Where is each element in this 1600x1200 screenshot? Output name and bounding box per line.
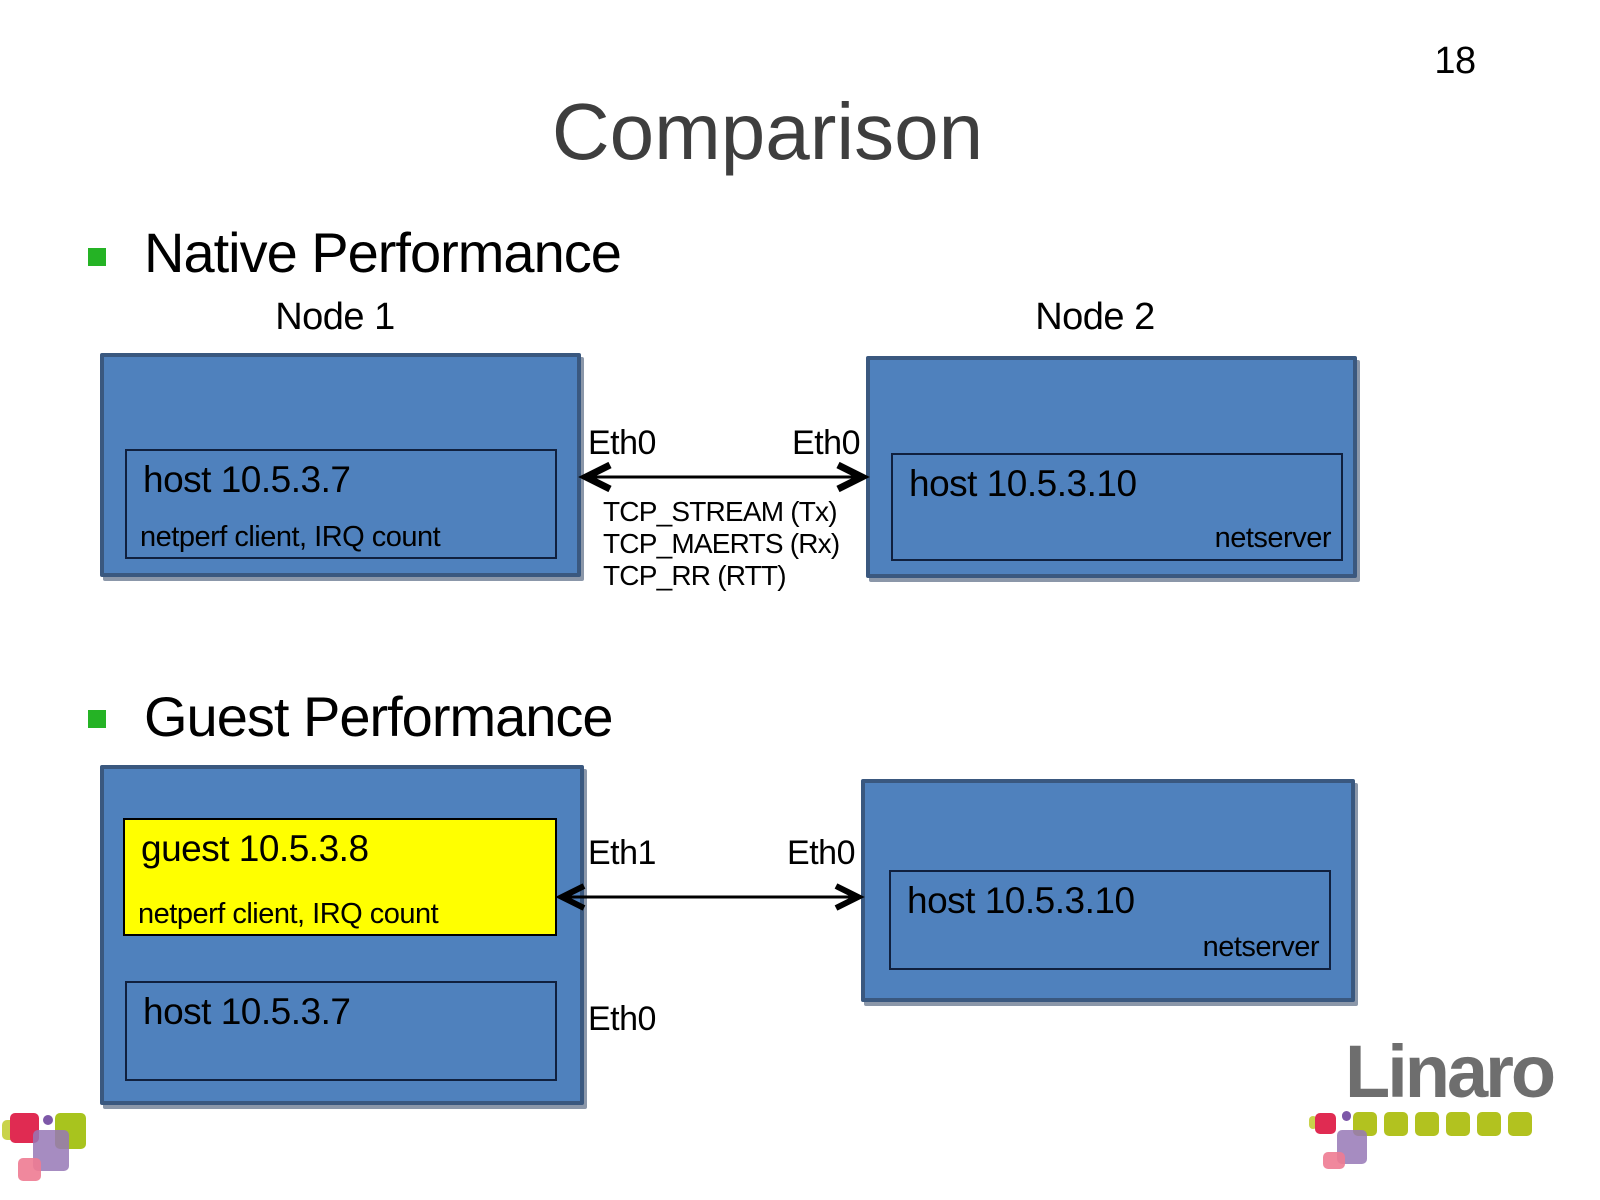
link-test-item: TCP_STREAM (Tx) xyxy=(603,496,838,527)
logo-mark-purple-icon xyxy=(1342,1111,1351,1121)
host-label: host 10.5.3.7 xyxy=(143,459,351,500)
host-label: host 10.5.3.10 xyxy=(909,463,1137,504)
green-square-icon xyxy=(1477,1112,1501,1136)
guest-eth1-label: Eth1 xyxy=(588,834,656,872)
bullet-icon xyxy=(88,248,106,266)
host-label: host 10.5.3.7 xyxy=(143,991,351,1032)
link-test-item: TCP_RR (RTT) xyxy=(603,560,787,591)
logo-mark-lime-icon xyxy=(1309,1116,1317,1129)
linaro-wordmark: Linaro xyxy=(1345,1030,1556,1113)
logo-mark-pink-icon xyxy=(1323,1152,1345,1169)
native-node1-box: host 10.5.3.7 netperf client, IRQ count xyxy=(100,353,581,577)
footer-logo-mark xyxy=(0,1108,100,1193)
node1-title: Node 1 xyxy=(275,296,395,338)
linaro-logo: Linaro xyxy=(1280,1035,1560,1185)
green-square-icon xyxy=(1508,1112,1532,1136)
green-square-icon xyxy=(1415,1112,1439,1136)
native-node1-eth-label: Eth0 xyxy=(588,424,656,462)
link-test-item: TCP_MAERTS (Rx) xyxy=(603,528,840,559)
page-number: 18 xyxy=(1434,40,1476,82)
native-node1-host-box: host 10.5.3.7 netperf client, IRQ count xyxy=(125,449,557,559)
green-square-icon xyxy=(1446,1112,1470,1136)
guest-detail: netperf client, IRQ count xyxy=(138,898,439,930)
node2-title: Node 2 xyxy=(1035,296,1155,338)
native-node2-box: host 10.5.3.10 netserver xyxy=(866,356,1357,578)
section-heading-guest: Guest Performance xyxy=(144,685,614,748)
green-square-icon xyxy=(1384,1112,1408,1136)
guest-node2-eth-label: Eth0 xyxy=(787,834,855,872)
arrow-head-right-icon xyxy=(834,883,865,911)
slide-title: Comparison xyxy=(551,87,984,176)
arrow-head-left-icon xyxy=(578,461,612,493)
guest-node1-host-box: host 10.5.3.7 xyxy=(125,981,557,1081)
guest-vm-box: guest 10.5.3.8 netperf client, IRQ count xyxy=(123,818,557,936)
logo-mark-pink-icon xyxy=(18,1158,41,1181)
bullet-icon xyxy=(88,710,106,728)
guest-node2-host-box: host 10.5.3.10 netserver xyxy=(889,870,1331,970)
guest-label: guest 10.5.3.8 xyxy=(141,828,369,869)
guest-host-eth-label: Eth0 xyxy=(588,1000,656,1038)
section-heading-native: Native Performance xyxy=(144,221,622,284)
native-node2-eth-label: Eth0 xyxy=(792,424,860,462)
host-label: host 10.5.3.10 xyxy=(907,880,1135,921)
logo-mark-crimson-icon xyxy=(1315,1113,1336,1134)
native-node2-host-box: host 10.5.3.10 netserver xyxy=(891,453,1343,561)
guest-node2-box: host 10.5.3.10 netserver xyxy=(861,779,1355,1002)
netserver-label: netserver xyxy=(1202,931,1320,963)
arrow-head-right-icon xyxy=(836,461,870,493)
netserver-label: netserver xyxy=(1214,522,1332,554)
host-detail: netperf client, IRQ count xyxy=(140,521,441,553)
link-test-list: TCP_STREAM (Tx) TCP_MAERTS (Rx) TCP_RR (… xyxy=(603,496,840,592)
logo-mark-purple-icon xyxy=(43,1115,53,1125)
guest-node1-box: guest 10.5.3.8 netperf client, IRQ count… xyxy=(100,765,584,1105)
